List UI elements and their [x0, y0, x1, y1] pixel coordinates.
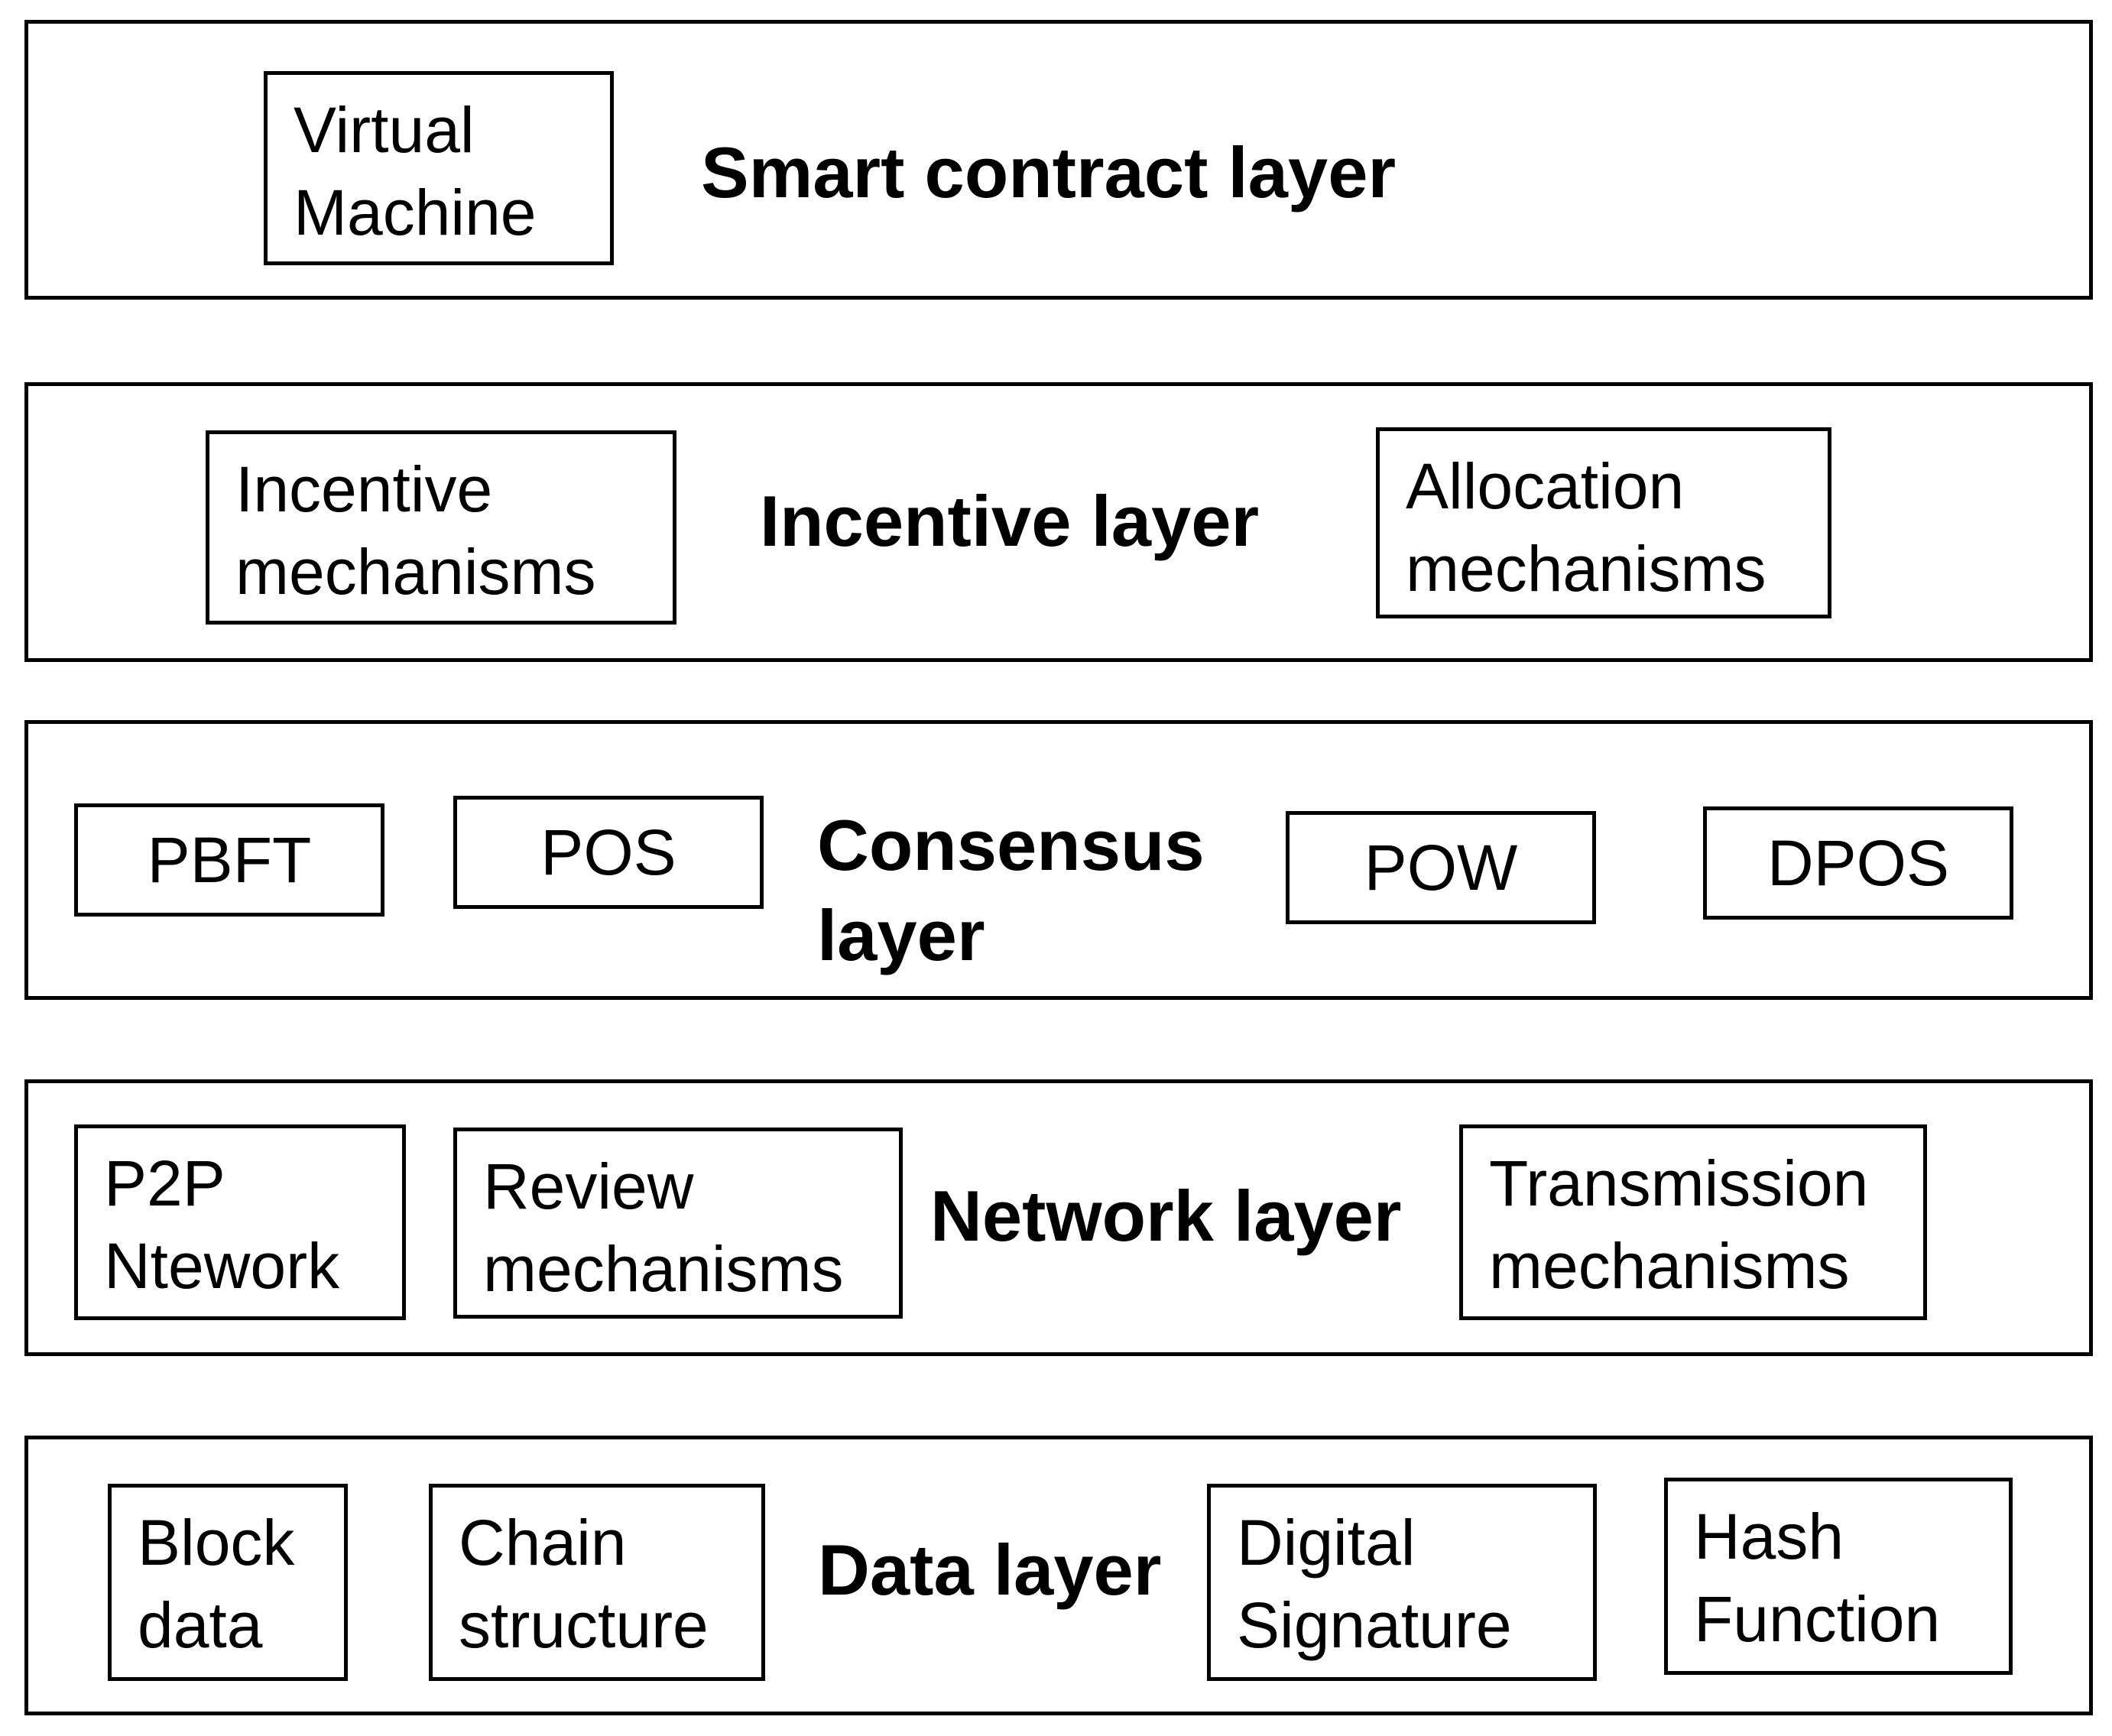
virtual-machine-line2: Machine [294, 177, 537, 248]
pbft-label: PBFT [147, 824, 312, 896]
data-layer: Block data Chain structure Data layer Di… [24, 1436, 2093, 1715]
smart-contract-layer-title: Smart contract layer [701, 132, 1397, 213]
pow-box: POW [1286, 811, 1596, 924]
incentive-layer-title: Incentive layer [760, 481, 1260, 561]
digital-signature-box: Digital Signature [1207, 1484, 1597, 1681]
p2p-network-line1: P2P [104, 1147, 225, 1219]
allocation-mechanisms-box: Allocation mechanisms [1376, 427, 1831, 618]
review-mechanisms-line1: Review [483, 1150, 694, 1222]
review-mechanisms-line2: mechanisms [483, 1233, 844, 1305]
network-layer: P2P Ntework Review mechanisms Network la… [24, 1079, 2093, 1356]
consensus-layer-title: Consensus layer [817, 800, 1205, 981]
transmission-mechanisms-line1: Transmission [1489, 1147, 1869, 1219]
digital-signature-line1: Digital [1237, 1507, 1416, 1579]
transmission-mechanisms-line2: mechanisms [1489, 1230, 1850, 1302]
block-data-box: Block data [108, 1484, 348, 1681]
hash-function-box: Hash Function [1664, 1478, 2013, 1675]
dpos-label: DPOS [1766, 827, 1950, 899]
virtual-machine-box: Virtual Machine [264, 71, 614, 265]
incentive-layer: Incentive mechanisms Incentive layer All… [24, 382, 2093, 662]
dpos-box: DPOS [1703, 806, 2013, 920]
network-layer-title: Network layer [930, 1176, 1402, 1256]
smart-contract-layer: Virtual Machine Smart contract layer [24, 20, 2093, 300]
chain-structure-line1: Chain [459, 1507, 627, 1579]
chain-structure-line2: structure [459, 1589, 709, 1661]
transmission-mechanisms-box: Transmission mechanisms [1459, 1124, 1927, 1320]
allocation-mechanisms-line1: Allocation [1406, 450, 1685, 522]
p2p-network-line2: Ntework [104, 1230, 340, 1302]
pos-box: POS [453, 796, 764, 909]
hash-function-line1: Hash [1694, 1501, 1844, 1572]
data-layer-title: Data layer [818, 1530, 1162, 1610]
consensus-layer-title-line1: Consensus [817, 805, 1205, 885]
block-data-line2: data [138, 1589, 263, 1661]
virtual-machine-line1: Virtual [294, 94, 475, 166]
incentive-mechanisms-line2: mechanisms [235, 536, 596, 608]
pbft-box: PBFT [74, 803, 384, 917]
digital-signature-line2: Signature [1237, 1589, 1512, 1661]
pos-label: POS [540, 816, 676, 888]
block-data-line1: Block [138, 1507, 295, 1579]
consensus-layer: PBFT POS Consensus layer POW DPOS [24, 720, 2093, 1000]
incentive-mechanisms-box: Incentive mechanisms [206, 430, 676, 625]
allocation-mechanisms-line2: mechanisms [1406, 533, 1766, 605]
review-mechanisms-box: Review mechanisms [453, 1128, 903, 1319]
incentive-mechanisms-line1: Incentive [235, 453, 493, 525]
p2p-network-box: P2P Ntework [74, 1124, 406, 1320]
consensus-layer-title-line2: layer [817, 895, 985, 975]
chain-structure-box: Chain structure [429, 1484, 765, 1681]
pow-label: POW [1364, 832, 1518, 904]
hash-function-line2: Function [1694, 1583, 1941, 1655]
